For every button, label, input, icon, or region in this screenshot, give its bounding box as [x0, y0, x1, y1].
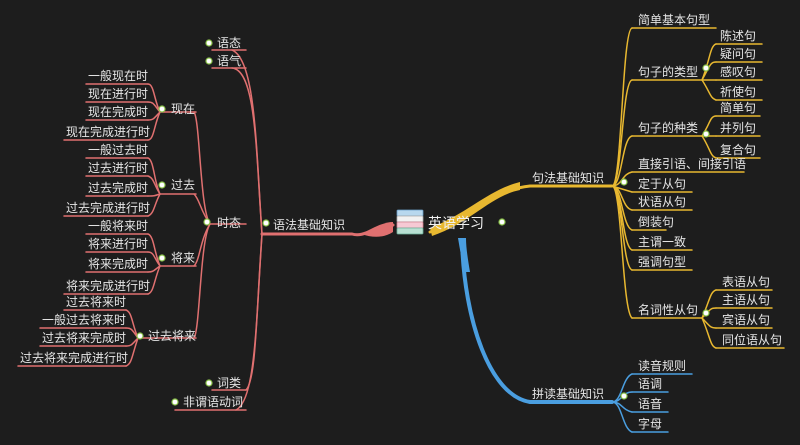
- nominal-clause-leaf[interactable]: 同位语从句: [722, 332, 782, 347]
- voice-node[interactable]: 语态: [217, 36, 241, 50]
- grammar-node[interactable]: 语法基础知识: [273, 218, 345, 232]
- inversion-node[interactable]: 倒装句: [638, 215, 674, 229]
- future-leaf[interactable]: 将来完成时: [88, 256, 148, 271]
- phonics-leaf[interactable]: 语调: [638, 377, 662, 391]
- tense-future-node[interactable]: 将来: [171, 251, 195, 265]
- present-leaf[interactable]: 现在完成时: [88, 104, 148, 119]
- present-leaf[interactable]: 现在进行时: [88, 87, 148, 101]
- mood-node[interactable]: 语气: [217, 53, 241, 68]
- sentence-types-node[interactable]: 句子的类型: [638, 64, 698, 79]
- past-leaf[interactable]: 过去进行时: [88, 161, 148, 175]
- nonfinite-verbs-node[interactable]: 非谓语动词: [183, 395, 243, 409]
- sentence-branch-lines: [428, 27, 785, 349]
- nominal-clause-leaf[interactable]: 表语从句: [722, 275, 770, 289]
- grammar-connector: [362, 222, 393, 237]
- past-future-leaf[interactable]: 一般过去将来时: [42, 312, 126, 327]
- nominal-clause-leaf[interactable]: 主语从句: [722, 293, 770, 307]
- emphasis-node[interactable]: 强调句型: [638, 255, 686, 269]
- sentence-type-leaf[interactable]: 陈述句: [720, 28, 756, 43]
- future-leaf[interactable]: 将来完成进行时: [66, 278, 150, 293]
- sentence-node[interactable]: 句法基础知识: [532, 171, 604, 185]
- sentence-kind-leaf[interactable]: 并列句: [720, 121, 756, 135]
- tense-past-node[interactable]: 过去: [171, 178, 195, 192]
- central-topic[interactable]: 英语学习: [428, 215, 484, 232]
- phonics-branch-lines: [460, 238, 693, 433]
- nominal-clause-node[interactable]: 名词性从句: [638, 302, 698, 317]
- phonics-leaf[interactable]: 读音规则: [638, 358, 686, 373]
- past-future-leaf[interactable]: 过去将来时: [66, 295, 126, 309]
- future-leaf[interactable]: 将来进行时: [88, 237, 148, 251]
- past-leaf[interactable]: 过去完成时: [88, 180, 148, 195]
- sentence-kind-leaf[interactable]: 简单句: [720, 101, 756, 115]
- tense-present-node[interactable]: 现在: [171, 102, 195, 116]
- nominal-clause-leaf[interactable]: 宾语从句: [722, 312, 770, 327]
- past-future-leaf[interactable]: 过去将来完成时: [42, 330, 126, 345]
- sentence-type-leaf[interactable]: 感叹句: [720, 64, 756, 79]
- present-leaf[interactable]: 一般现在时: [88, 68, 148, 83]
- sentence-type-leaf[interactable]: 疑问句: [720, 46, 756, 61]
- tense-past-future-node[interactable]: 过去将来: [148, 329, 196, 343]
- phonics-leaf[interactable]: 字母: [638, 416, 662, 431]
- phonics-connector: [458, 238, 470, 272]
- present-leaf[interactable]: 现在完成进行时: [66, 124, 150, 139]
- sentence-connector: [430, 182, 520, 236]
- future-leaf[interactable]: 一般将来时: [88, 218, 148, 233]
- sentence-type-leaf[interactable]: 祈使句: [720, 84, 756, 99]
- sentence-kind-leaf[interactable]: 复合句: [720, 142, 756, 157]
- adverbial-clause-node[interactable]: 状语从句: [638, 195, 686, 209]
- sentence-kinds-node[interactable]: 句子的种类: [638, 120, 698, 135]
- past-leaf[interactable]: 一般过去时: [88, 142, 148, 157]
- parts-of-speech-node[interactable]: 词类: [217, 376, 241, 390]
- tense-node[interactable]: 时态: [217, 216, 241, 230]
- past-future-leaf[interactable]: 过去将来完成进行时: [20, 350, 128, 365]
- books-icon: [396, 209, 424, 235]
- phonics-node[interactable]: 拼读基础知识: [532, 387, 604, 401]
- past-leaf[interactable]: 过去完成进行时: [66, 200, 150, 215]
- basic-patterns-node[interactable]: 简单基本句型: [638, 13, 710, 27]
- agreement-node[interactable]: 主谓一致: [638, 235, 686, 249]
- node-dots: [136, 39, 710, 406]
- attributive-clause-node[interactable]: 定于从句: [638, 176, 686, 191]
- reported-speech-node[interactable]: 直接引语、间接引语: [638, 156, 746, 171]
- grammar-branch-lines: [17, 49, 395, 411]
- phonics-leaf[interactable]: 语音: [638, 396, 662, 411]
